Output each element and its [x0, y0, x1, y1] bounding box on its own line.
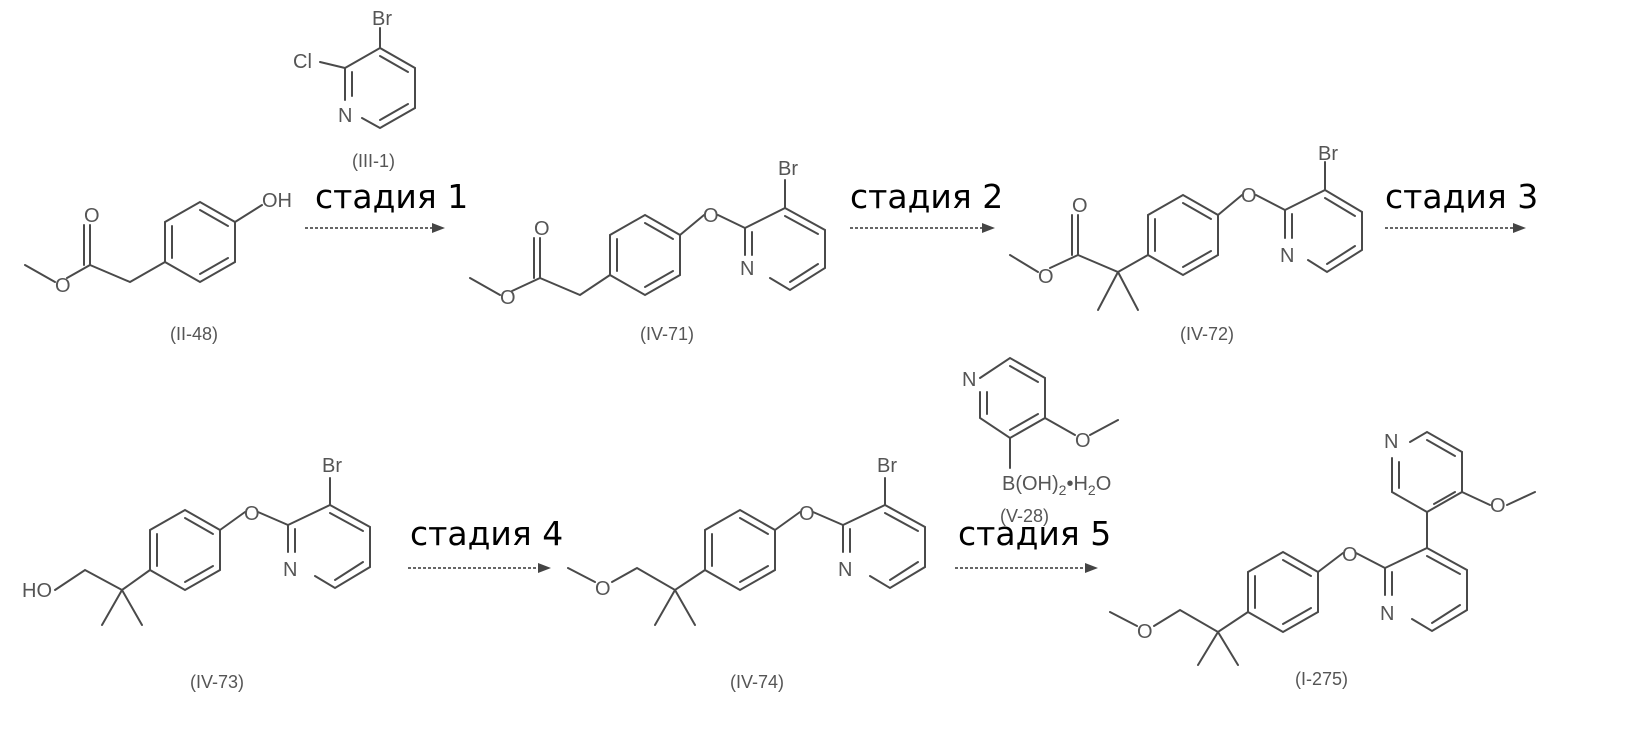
oxygen-label: O: [1137, 621, 1153, 643]
oxygen-label: O: [1490, 495, 1506, 517]
compound-label: (III-1): [352, 151, 395, 171]
compound-label: (IV-72): [1180, 324, 1234, 344]
oxygen-label: O: [1241, 185, 1257, 207]
oxygen-label: O: [703, 205, 719, 227]
compound-iv-72: O O O N Br (IV-72): [1010, 143, 1362, 344]
compound-label: (IV-74): [730, 672, 784, 692]
oxygen-label: O: [1072, 195, 1088, 217]
compound-label: (II-48): [170, 324, 218, 344]
compound-iv-71: O O O N Br (IV-71): [470, 158, 825, 344]
compound-label: (IV-73): [190, 672, 244, 692]
compound-v-28: N O B(OH)2•H2O (V-28): [962, 358, 1118, 526]
stage-3-label: стадия 3: [1385, 177, 1538, 216]
compound-label: (IV-71): [640, 324, 694, 344]
arrow-head: [1085, 563, 1098, 573]
nitrogen-label: N: [1380, 603, 1394, 625]
oxygen-label: O: [500, 287, 516, 309]
compound-ii-48: O O OH (II-48): [25, 190, 292, 344]
nitrogen-label: N: [1280, 245, 1294, 267]
arrow-head: [982, 223, 995, 233]
boronic-acid-hydrate-label: B(OH)2•H2O: [1002, 473, 1111, 498]
arrow-head: [538, 563, 551, 573]
oxygen-label: O: [244, 503, 260, 525]
nitrogen-label: N: [962, 369, 976, 391]
oxygen-label: O: [55, 275, 71, 297]
nitrogen-label: N: [838, 559, 852, 581]
stage-2-label: стадия 2: [850, 177, 1003, 216]
hydroxyl-label: OH: [262, 190, 292, 212]
stage-4-label: стадия 4: [410, 514, 563, 553]
bromine-label: Br: [1318, 143, 1338, 165]
bromine-label: Br: [778, 158, 798, 180]
compound-iv-74: O O N Br (IV-74): [568, 455, 925, 692]
compound-iii-1: N Cl Br (III-1): [293, 8, 415, 171]
arrow-head: [1513, 223, 1526, 233]
bromine-label: Br: [877, 455, 897, 477]
bromine-label: Br: [322, 455, 342, 477]
stage-1-label: стадия 1: [315, 177, 468, 216]
compound-i-275: O O N N O (I-275): [1110, 431, 1535, 689]
oxygen-label: O: [799, 503, 815, 525]
compound-iv-73: HO O N Br (IV-73): [22, 455, 370, 692]
hydroxyl-label: HO: [22, 580, 52, 602]
nitrogen-label: N: [283, 559, 297, 581]
nitrogen-label: N: [338, 105, 352, 127]
stage-5-label: стадия 5: [958, 514, 1111, 553]
oxygen-label: O: [534, 218, 550, 240]
bromine-label: Br: [372, 8, 392, 30]
oxygen-label: O: [1342, 544, 1358, 566]
nitrogen-label: N: [740, 258, 754, 280]
chlorine-label: Cl: [293, 51, 312, 73]
oxygen-label: O: [595, 578, 611, 600]
arrow-head: [432, 223, 445, 233]
oxygen-label: O: [1075, 430, 1091, 452]
oxygen-label: O: [84, 205, 100, 227]
oxygen-label: O: [1038, 266, 1054, 288]
compound-label: (I-275): [1295, 669, 1348, 689]
nitrogen-label: N: [1384, 431, 1398, 453]
